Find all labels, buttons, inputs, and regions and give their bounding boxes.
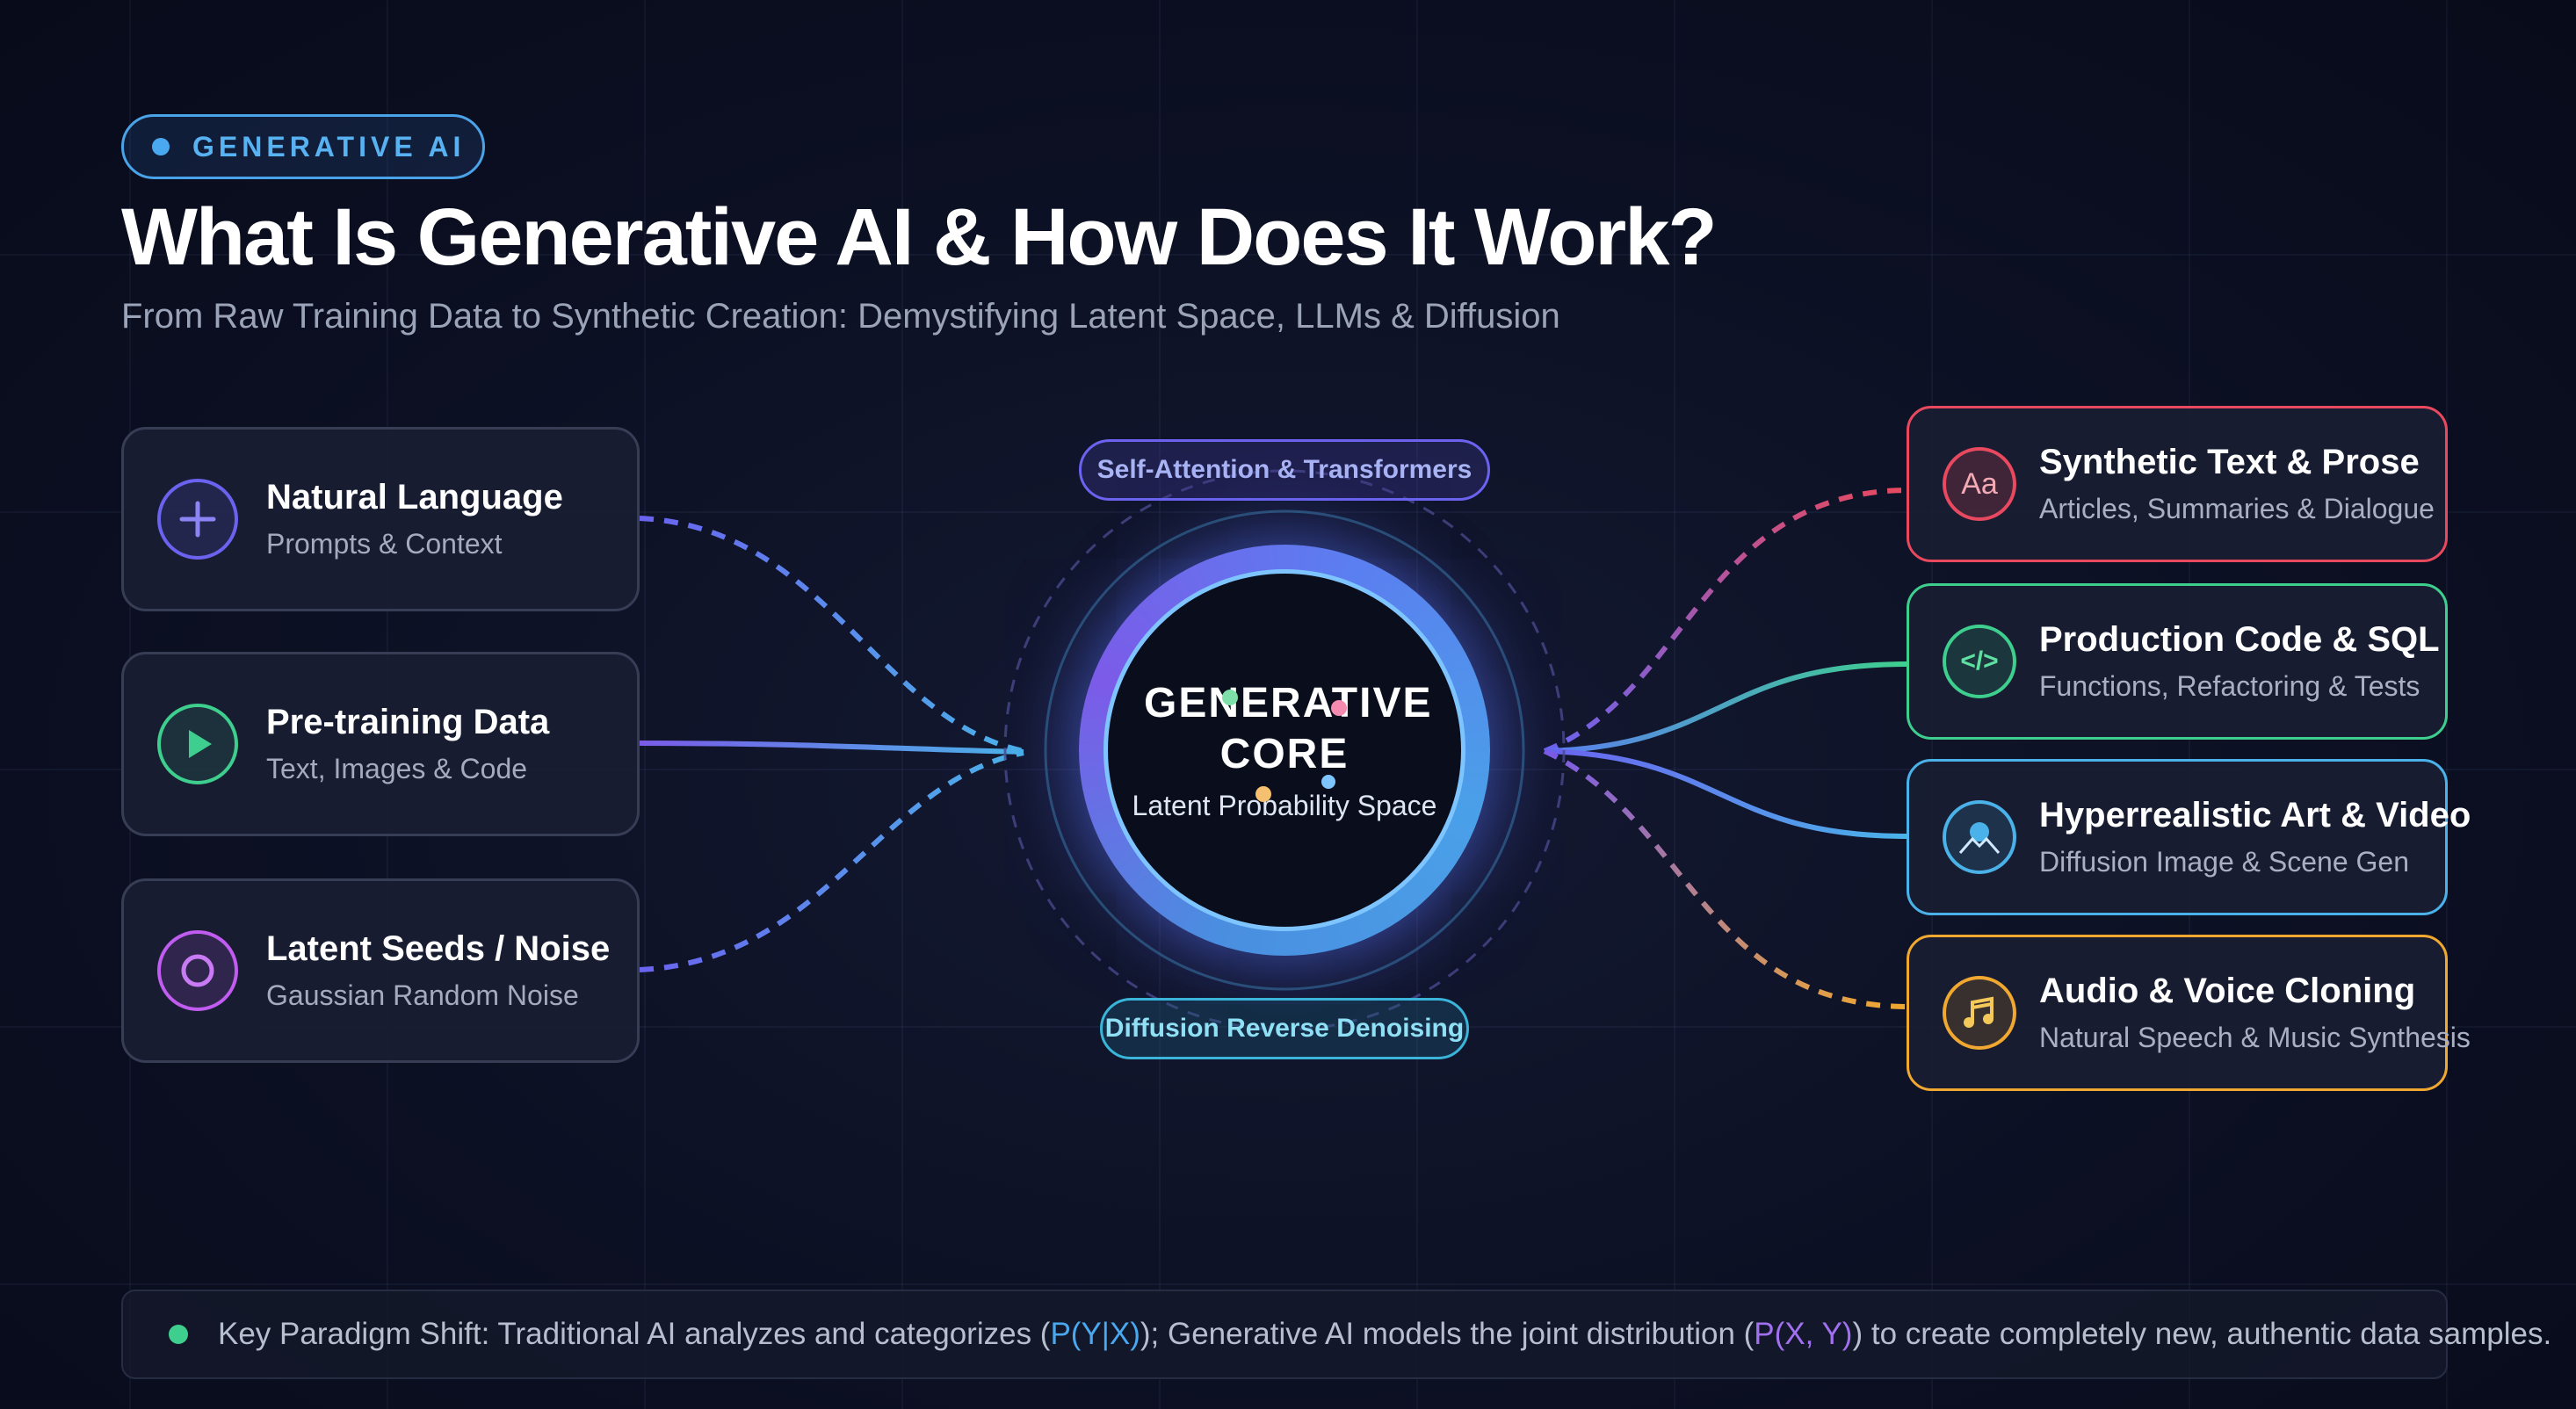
input-card-natural-language: Natural Language Prompts & Context [121,427,640,611]
output-card-art: Hyperrealistic Art & Video Diffusion Ima… [1907,759,2471,915]
footer-lead: Key Paradigm Shift: Traditional AI analy… [218,1317,1051,1351]
diffusion-label: Diffusion Reverse Denoising [1100,998,1469,1059]
conditional-probability-term: P(Y|X) [1050,1317,1140,1351]
plus-icon [157,479,238,560]
input-card-latent-seeds: Latent Seeds / Noise Gaussian Random Noi… [121,878,640,1063]
connector-art-output [1544,748,1907,839]
inner-orbit-ring [1044,509,1525,991]
connector-pretraining-data [639,741,1024,755]
output-subtitle: Diffusion Image & Scene Gen [2039,846,2409,878]
paradigm-shift-banner: Key Paradigm Shift: Traditional AI analy… [121,1290,2551,1379]
text-aa-icon: Aa [1943,447,2016,521]
output-title: Audio & Voice Cloning [2039,972,2416,1010]
output-subtitle: Natural Speech & Music Synthesis [2039,1022,2471,1053]
footer-tail: ) to create completely new, authentic da… [1852,1317,2552,1351]
output-title: Synthetic Text & Prose [2039,443,2420,481]
circle-icon [157,930,238,1011]
input-title: Latent Seeds / Noise [266,929,611,968]
badge-label: GENERATIVE AI [192,130,466,163]
connector-text-output [1543,488,1907,754]
output-subtitle: Functions, Refactoring & Tests [2039,670,2420,702]
input-subtitle: Gaussian Random Noise [266,979,579,1011]
self-attention-label: Self-Attention & Transformers [1079,439,1490,501]
page-subtitle: From Raw Training Data to Synthetic Crea… [121,297,1560,336]
code-icon: </> [1943,625,2016,698]
output-title: Production Code & SQL [2039,620,2440,659]
output-card-text: Aa Synthetic Text & Prose Articles, Summ… [1907,406,2448,562]
input-title: Pre-training Data [266,703,550,741]
image-icon [1943,800,2016,874]
input-subtitle: Prompts & Context [266,528,503,560]
input-subtitle: Text, Images & Code [266,753,528,784]
core-title: GENERATIVE CORE [1144,679,1433,777]
music-icon [1943,976,2016,1050]
play-icon [157,704,238,784]
core-subtitle: Latent Probability Space [1132,790,1437,822]
output-card-audio: Audio & Voice Cloning Natural Speech & M… [1907,935,2471,1091]
connector-code-output [1544,661,1907,754]
connector-natural-language [639,516,1024,754]
badge-dot [152,138,170,155]
joint-probability-term: P(X, Y) [1754,1317,1853,1351]
footer-text: Key Paradigm Shift: Traditional AI analy… [218,1317,2551,1352]
output-subtitle: Articles, Summaries & Dialogue [2039,493,2435,524]
output-card-code: </> Production Code & SQL Functions, Ref… [1907,583,2448,740]
category-badge: GENERATIVE AI [121,114,485,179]
footer-mid: ); Generative AI models the joint distri… [1140,1317,1755,1351]
input-card-pretraining-data: Pre-training Data Text, Images & Code [121,652,640,836]
footer-dot [169,1325,188,1344]
outer-orbit-ring [1003,469,1566,1031]
connector-audio-output [1543,748,1907,1009]
input-title: Natural Language [266,478,563,517]
generative-core: GENERATIVE CORE Latent Probability Space [1103,569,1465,931]
page-title: What Is Generative AI & How Does It Work… [121,192,1718,282]
output-title: Hyperrealistic Art & Video [2039,796,2471,835]
connector-latent-seeds [639,750,1024,972]
